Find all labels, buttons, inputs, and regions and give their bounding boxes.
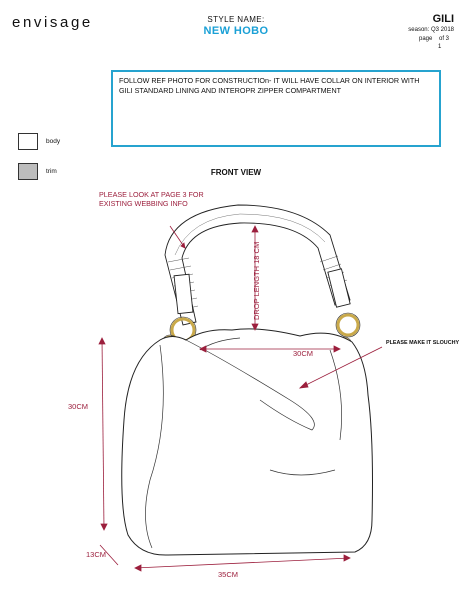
bag-folds (145, 337, 342, 549)
slouch-note: PLEASE MAKE IT SLOUCHY (386, 340, 460, 346)
strap-outer (164, 204, 351, 326)
client-brand: GILI (432, 13, 454, 25)
depth-dimension: 13CM (86, 550, 107, 559)
body-swatch (18, 133, 38, 150)
dimension-lines (98, 225, 383, 572)
page-number: 1 (438, 44, 442, 50)
width-dimension: 30CM (293, 349, 314, 358)
style-name: NEW HOBO (203, 25, 269, 37)
style-name-label: STYLE NAME: (207, 15, 265, 24)
view-title: FRONT VIEW (210, 168, 262, 177)
bag-body (121, 328, 373, 556)
base-dimension: 35CM (218, 570, 239, 579)
construction-notes: FOLLOW REF PHOTO FOR CONSTRUCTIOn- IT WI… (111, 70, 441, 147)
trim-swatch (18, 163, 38, 180)
strap-tabs (173, 268, 351, 315)
drop-length-dimension: DROP LENGTH 18 CM (252, 241, 261, 320)
height-dimension: 30CM (68, 402, 89, 411)
body-swatch-label: body (46, 138, 61, 145)
webbing-note: PLEASE LOOK AT PAGE 3 FOR EXISTING WEBBI… (99, 190, 204, 208)
page-label: page (419, 36, 433, 42)
season-text: season: Q3 2018 (408, 27, 454, 33)
strap (164, 204, 351, 326)
trim-swatch-label: trim (46, 168, 57, 175)
page-total: of 3 (439, 36, 450, 42)
brand-logo: envisage (12, 14, 93, 31)
